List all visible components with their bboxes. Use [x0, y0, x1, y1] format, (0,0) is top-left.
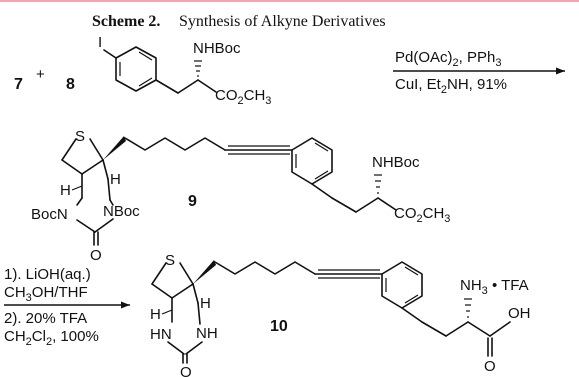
nhboc-label-9: NHBoc: [372, 154, 420, 171]
nh-label-10: NH: [196, 325, 218, 342]
scheme-title: Synthesis of Alkyne Derivatives: [179, 13, 386, 30]
reaction-arrow-2-head: [121, 301, 130, 309]
reaction-arrow-1-head: [556, 67, 565, 75]
step2-line4: CH2Cl2, 100%: [4, 328, 99, 348]
compound-10-number: 10: [270, 318, 288, 335]
reagents-step1-line1: Pd(OAc)2, PPh3: [395, 49, 501, 69]
scheme-label: Scheme 2.: [92, 13, 160, 30]
plus-sign: +: [36, 66, 45, 83]
sulfur-atom-10: S: [165, 252, 175, 269]
hydroxyl-label-10: OH: [508, 305, 531, 322]
reagents-step1-line2: CuI, Et2NH, 91%: [395, 76, 507, 96]
reactant-8-number: 8: [66, 76, 75, 93]
h-label-10-right: H: [200, 295, 211, 312]
bocn-label-9: BocN: [31, 206, 68, 223]
nboc-label-9: NBoc: [103, 203, 140, 220]
acid-oxygen-10: O: [484, 358, 496, 375]
step2-line3: 2). 20% TFA: [4, 310, 87, 327]
nhboc-label-8: NHBoc: [193, 40, 241, 57]
step2-line1: 1). LiOH(aq.): [4, 266, 91, 283]
carbonyl-oxygen-9: O: [90, 247, 102, 264]
h-label-9-right: H: [110, 171, 121, 188]
sulfur-atom-9: S: [75, 128, 85, 145]
ammonium-label-10: NH3 • TFA: [460, 277, 529, 297]
iodo-atom: I: [98, 34, 102, 51]
reactant-7-number: 7: [14, 76, 23, 93]
compound-9-structure: S H H BocN NBoc O 9: [31, 128, 450, 264]
h-label-10-left: H: [150, 306, 161, 323]
ester-label-8: CO2CH3: [215, 87, 271, 107]
ester-label-9: CO2CH3: [394, 205, 450, 225]
top-rule: [0, 0, 579, 2]
compound-8-structure: I NHBoc CO2CH3: [98, 34, 271, 107]
compound-10-structure: S H H HN NH O 10: [150, 252, 531, 377]
hn-label-10: HN: [150, 326, 172, 343]
h-label-9-left: H: [60, 182, 71, 199]
compound-9-number: 9: [188, 193, 197, 210]
step2-line2: CH3OH/THF: [4, 284, 88, 304]
carbonyl-oxygen-10: O: [180, 364, 192, 377]
